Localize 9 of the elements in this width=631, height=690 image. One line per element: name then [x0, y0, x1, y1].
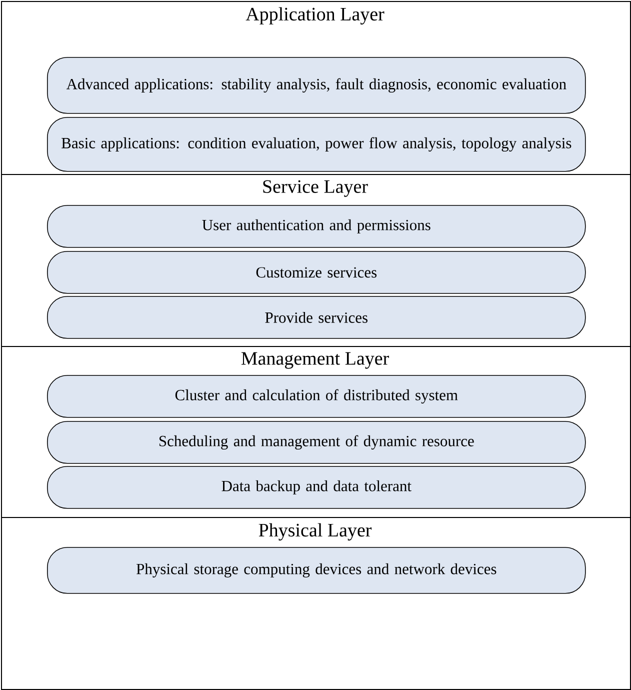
- rounded-box: User authentication and permissions: [47, 205, 586, 248]
- rounded-box: Cluster and calculation of distributed system: [47, 375, 586, 418]
- rounded-box: Provide services: [47, 296, 586, 339]
- rounded-box: Data backup and data tolerant: [47, 466, 586, 509]
- rounded-box: Scheduling and management of dynamic resource: [47, 421, 586, 464]
- rounded-box: Physical storage computing devices and network devices: [47, 547, 586, 594]
- rounded-box: Customize services: [47, 251, 586, 294]
- rounded-box: Advanced applications: stability analysis, fault diagnosis, economic evaluation: [47, 57, 586, 114]
- rounded-box: Basic applications: condition evaluation, power flow analysis, topology analysis: [47, 117, 586, 172]
